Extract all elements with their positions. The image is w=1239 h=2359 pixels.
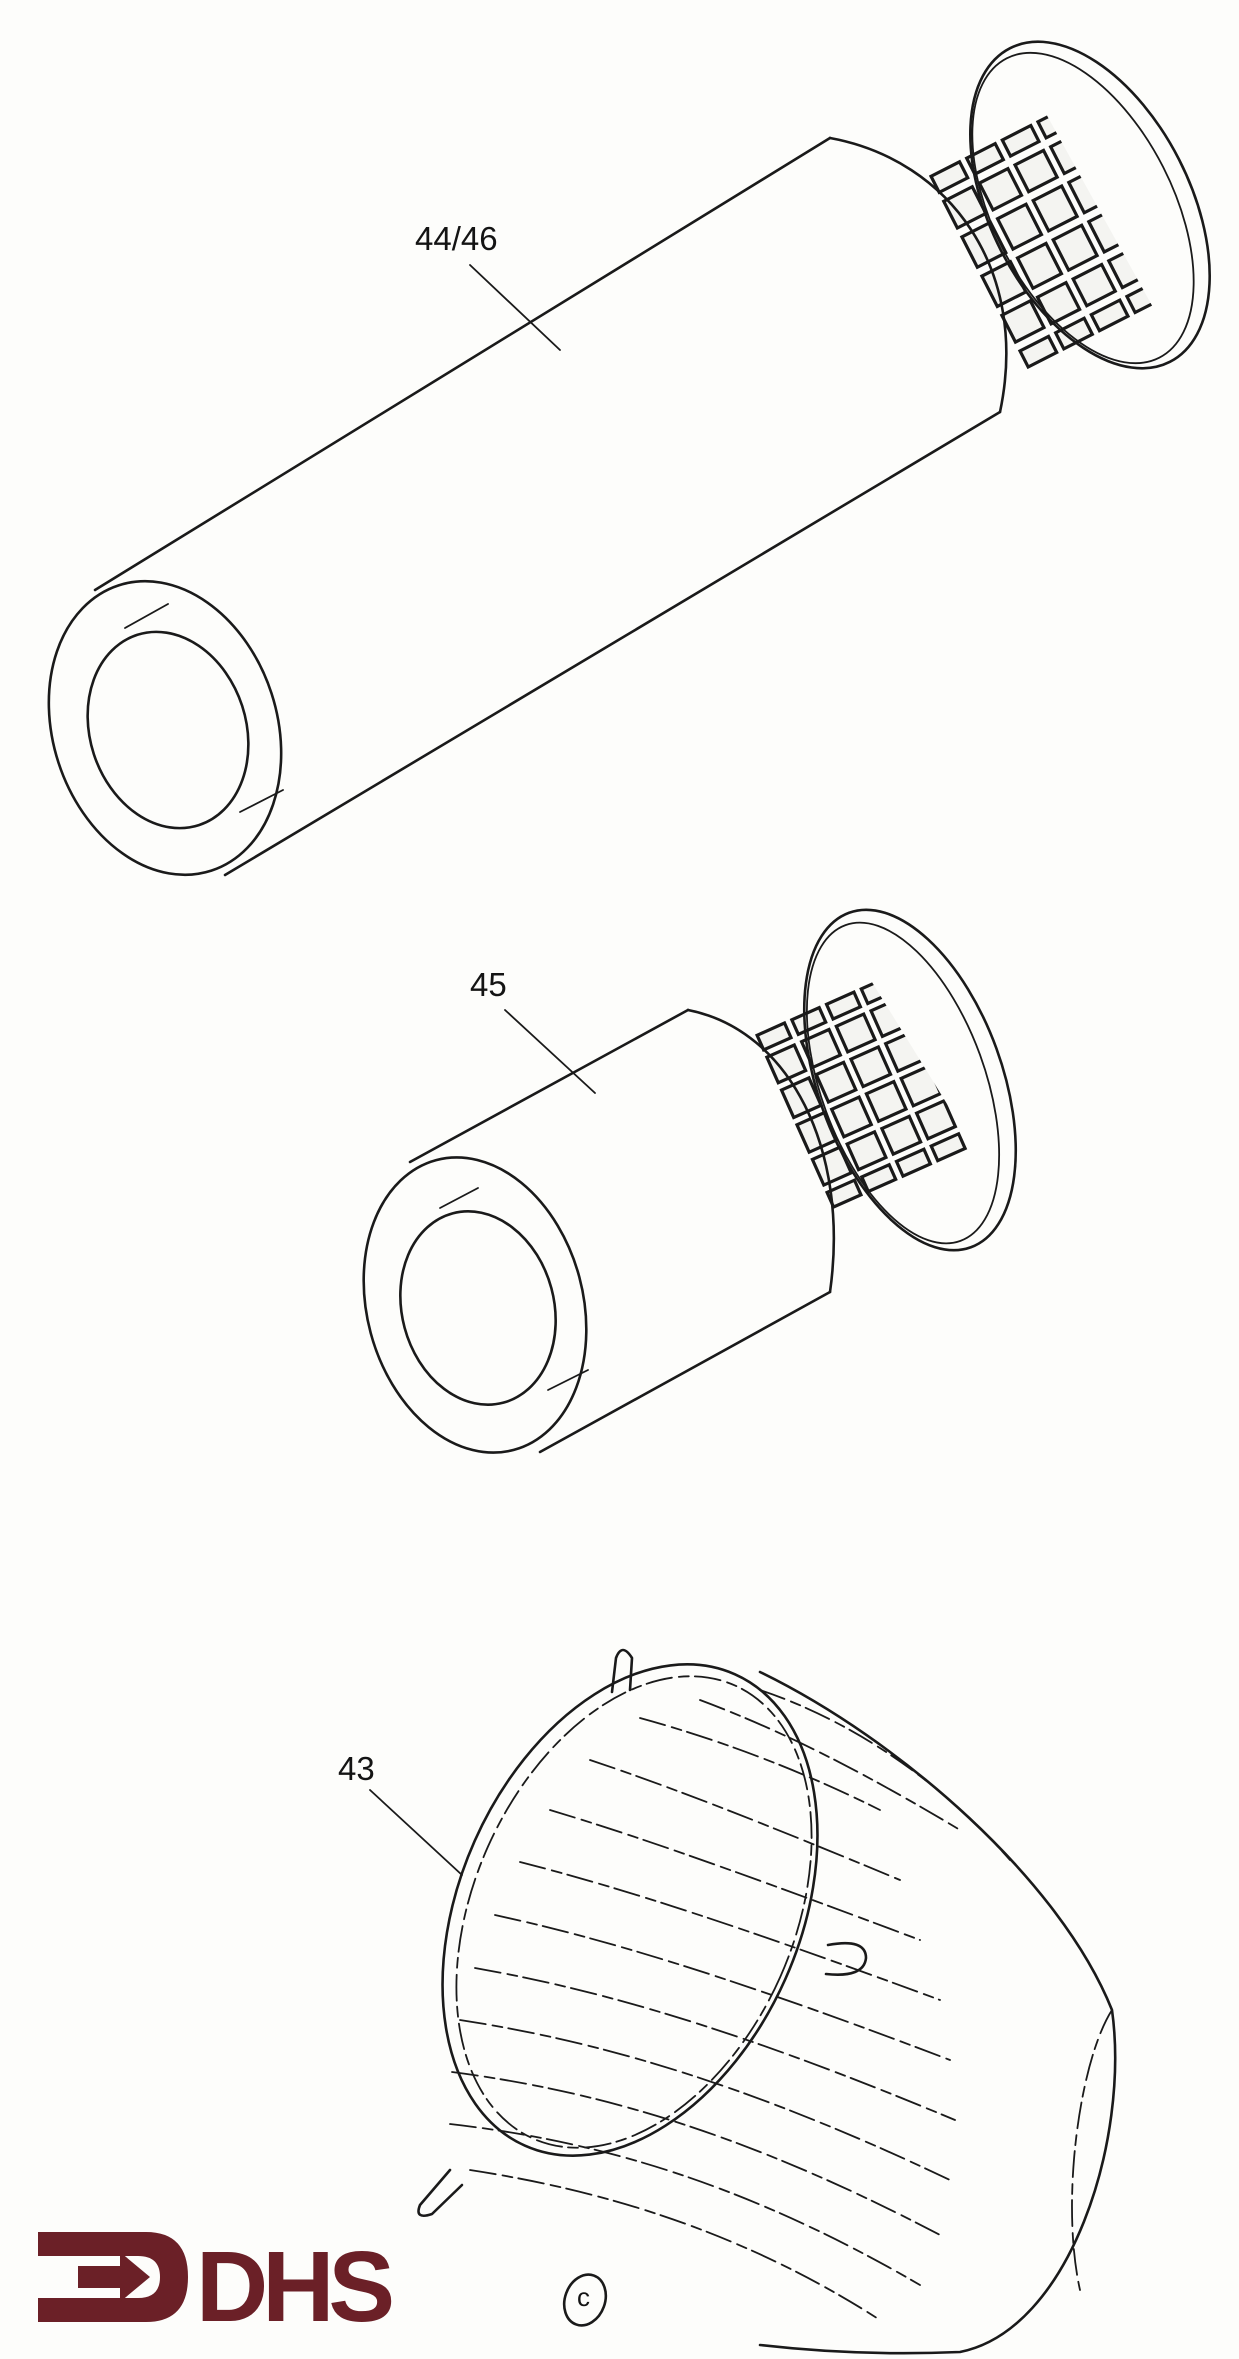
logo-wordmark: DHS (196, 2231, 391, 2332)
filter-tube-short-drawing (362, 908, 1018, 1454)
leader-line-43 (369, 1789, 463, 1876)
leader-line-44-46 (469, 264, 561, 351)
slotted-band-long (928, 105, 1160, 370)
slotted-band-short (754, 974, 968, 1210)
dhs-logo: DHS (38, 2222, 418, 2343)
basket-mesh (449, 1689, 1011, 2321)
callout-45: 45 (470, 966, 507, 1003)
circle-mark-glyph: c (577, 2282, 590, 2312)
circle-mark (562, 2273, 608, 2327)
leader-line-45 (504, 1009, 596, 1094)
callout-43: 43 (338, 1750, 375, 1787)
callout-44-46: 44/46 (415, 220, 498, 257)
strainer-basket-drawing (417, 1648, 1117, 2355)
logo-arrow-mark (38, 2232, 188, 2322)
filter-tube-long-drawing (47, 40, 1211, 877)
